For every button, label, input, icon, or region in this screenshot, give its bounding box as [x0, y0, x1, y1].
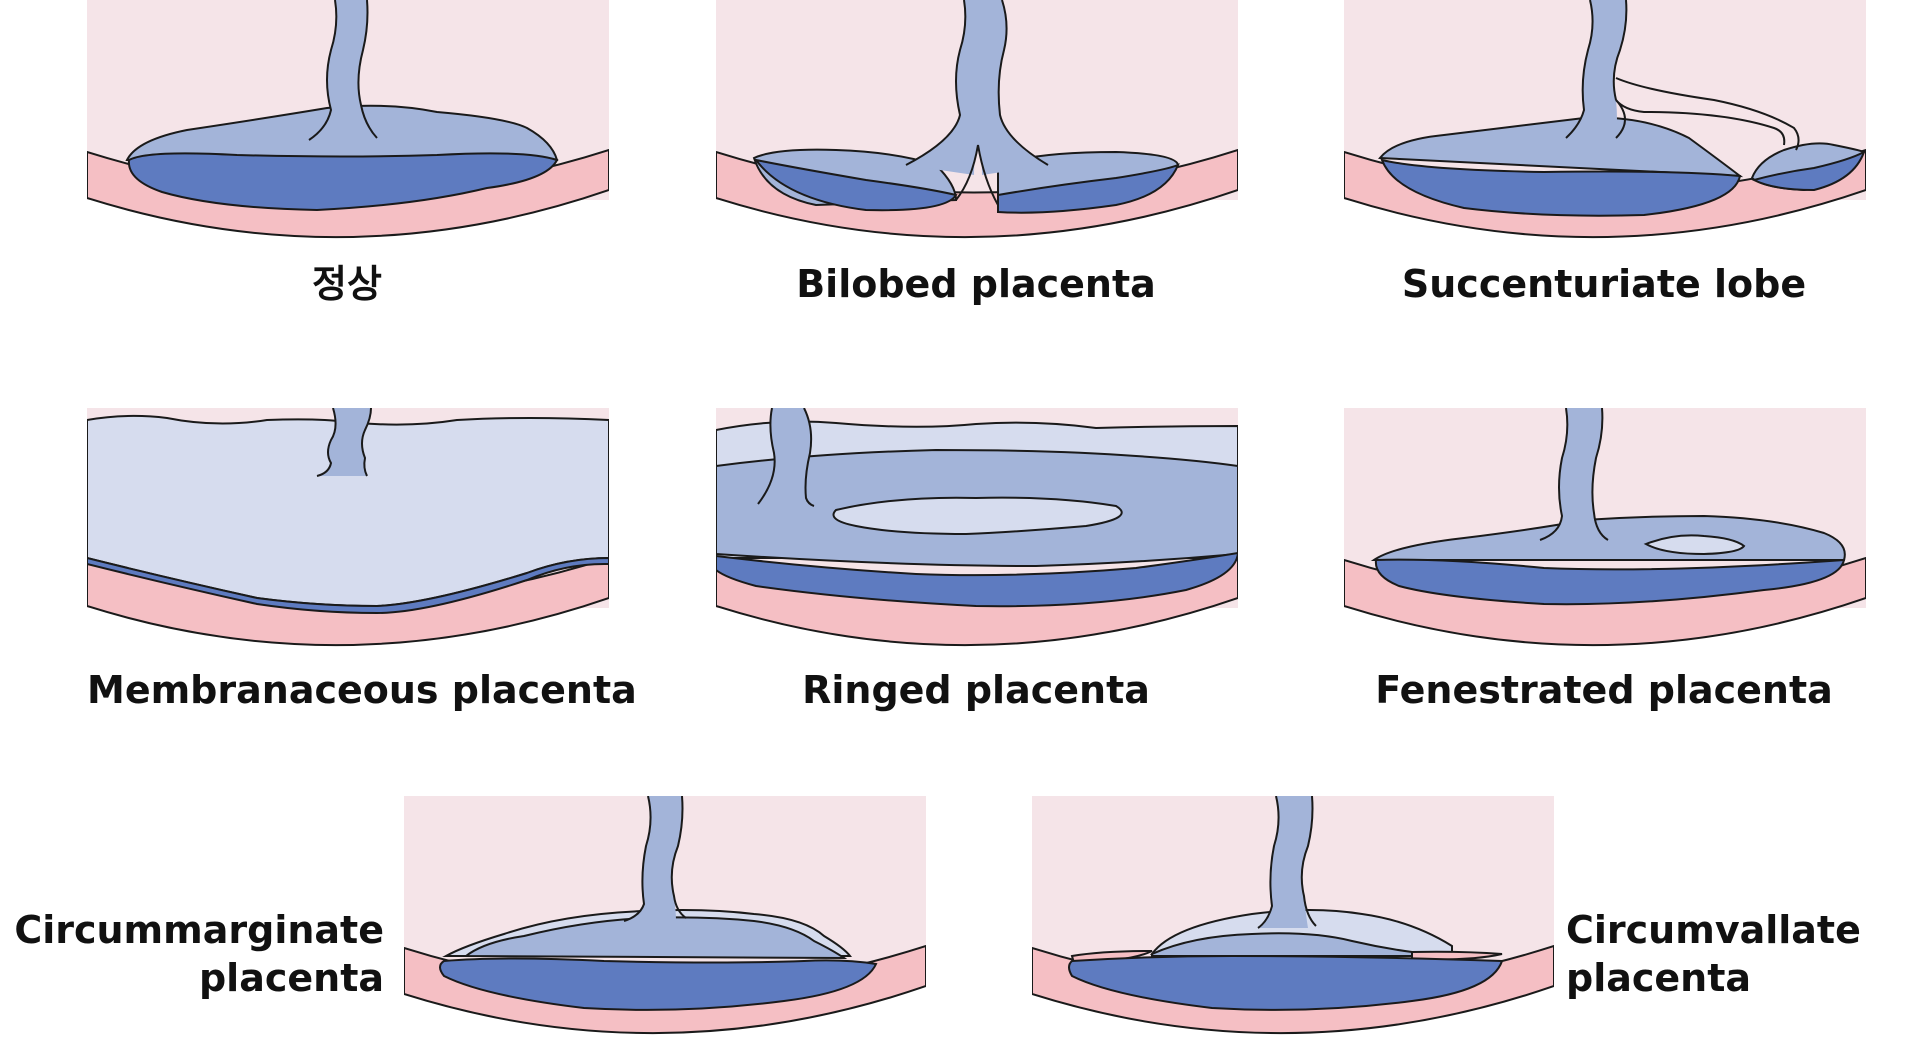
- label-bilobed: Bilobed placenta: [796, 262, 1156, 306]
- diagram-succenturiate: [1344, 0, 1866, 250]
- diagram-normal: [87, 0, 609, 250]
- label-succenturiate: Succenturiate lobe: [1401, 262, 1807, 306]
- label-circummarginate-line1: Circummarginate: [14, 908, 384, 952]
- diagram-bilobed: [716, 0, 1238, 250]
- diagram-ringed: [716, 408, 1238, 658]
- label-circumvallate-line2: placenta: [1566, 956, 1752, 1000]
- diagram-fenestrated: [1344, 408, 1866, 658]
- diagram-circumvallate: [1032, 796, 1554, 1037]
- label-circumvallate-line1: Circumvallate: [1566, 908, 1861, 952]
- label-membranaceous: Membranaceous placenta: [87, 668, 637, 712]
- diagram-circummarginate: [404, 796, 926, 1037]
- label-fenestrated: Fenestrated placenta: [1375, 668, 1833, 712]
- label-normal: 정상: [312, 262, 382, 306]
- diagram-membranaceous: [87, 408, 609, 658]
- label-ringed: Ringed placenta: [802, 668, 1150, 712]
- label-circummarginate-line2: placenta: [198, 956, 384, 1000]
